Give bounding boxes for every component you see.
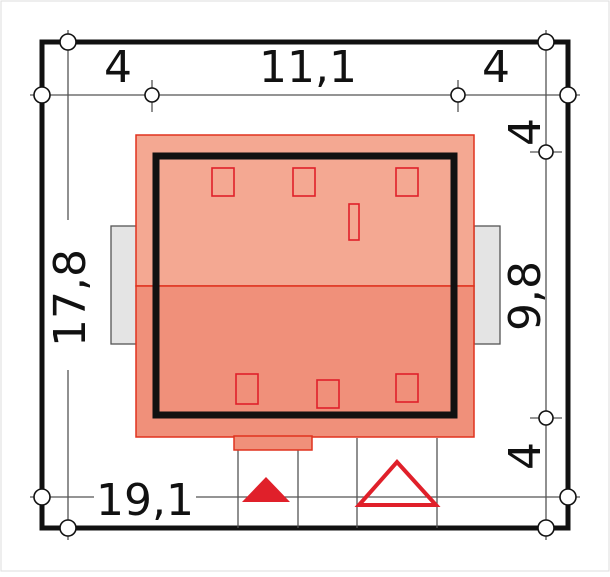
entrance-canopy: [233, 435, 313, 451]
node-bottom-right: [537, 519, 555, 537]
dim-label-top-right: 4: [482, 42, 510, 93]
plot-boundary: [39, 39, 571, 531]
node-right-bottom: [559, 488, 577, 506]
node-right-top: [559, 86, 577, 104]
dim-label-top-left: 4: [104, 42, 132, 93]
roof-window-upper-1: [211, 167, 235, 197]
node-left-top: [33, 86, 51, 104]
dim-label-right-bottom: 4: [500, 442, 551, 470]
label-bg-left: [50, 220, 88, 370]
annex-left: [110, 225, 138, 345]
outline-triangle-icon: [354, 459, 441, 507]
node-left-bottom: [33, 488, 51, 506]
node-top-right: [537, 33, 555, 51]
roof-window-upper-3: [395, 167, 419, 197]
filled-triangle-icon: [242, 477, 290, 502]
dim-label-left-total: 17,8: [45, 249, 96, 347]
dim-label-right-middle: 9,8: [500, 261, 551, 331]
dimension-nodes: [33, 33, 577, 537]
dim-label-top-middle: 11,1: [259, 42, 357, 93]
roof-window-lower-1: [235, 373, 259, 405]
chimney: [348, 203, 360, 241]
roof-windows: [211, 167, 419, 409]
house-walls: [152, 152, 458, 419]
roof-upper-slope: [135, 134, 475, 287]
node-top-tick-right: [450, 87, 466, 103]
annex-right: [473, 225, 501, 345]
dim-label-bottom-total: 19,1: [96, 475, 194, 526]
roof-window-lower-3: [395, 373, 419, 403]
node-right-tick-upper: [538, 144, 554, 160]
label-bg-bottom: [94, 477, 196, 517]
node-bottom-left: [59, 519, 77, 537]
roof-window-upper-2: [292, 167, 316, 197]
roof-window-lower-2: [316, 379, 340, 409]
node-top-left: [59, 33, 77, 51]
node-top-tick-left: [144, 87, 160, 103]
dim-label-right-top: 4: [500, 118, 551, 146]
node-right-tick-lower: [538, 410, 554, 426]
